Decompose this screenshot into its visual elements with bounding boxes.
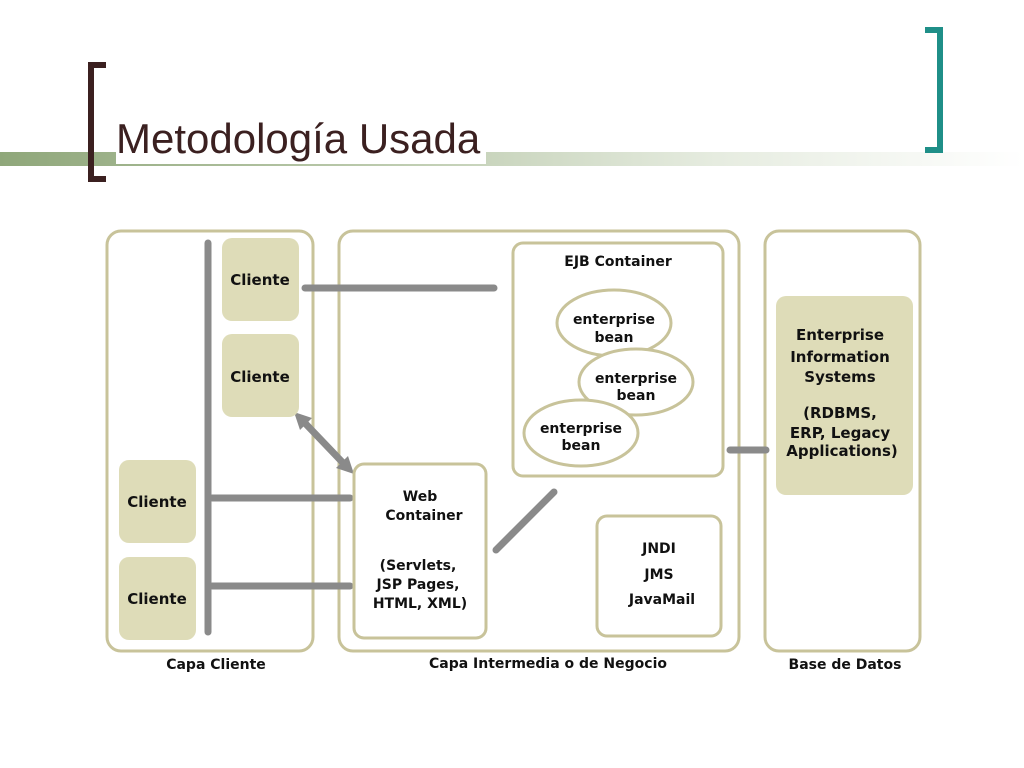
bean-label-line2: bean <box>595 330 634 346</box>
client-label: Cliente <box>127 590 187 608</box>
web-container-line2: Container <box>385 508 462 524</box>
client-box <box>119 557 196 640</box>
client-tier-label: Capa Cliente <box>166 657 266 673</box>
ejb-container-title: EJB Container <box>564 254 672 270</box>
bean-label-line1: enterprise <box>595 371 677 387</box>
web-container-line1: Web <box>403 489 437 505</box>
client-web-arrow-line <box>298 416 350 470</box>
service-javamail: JavaMail <box>628 592 695 608</box>
web-container-line3: (Servlets, <box>380 558 457 574</box>
eis-box <box>776 296 913 495</box>
arrowhead-up-icon <box>294 412 312 430</box>
client-label: Cliente <box>230 271 290 289</box>
bean-label-line2: bean <box>562 438 601 454</box>
eis-line6: Applications) <box>786 442 897 460</box>
eis-line2: Information <box>790 348 890 366</box>
bean-label-line1: enterprise <box>540 421 622 437</box>
middle-tier-label: Capa Intermedia o de Negocio <box>429 656 667 672</box>
enterprise-bean <box>522 398 640 468</box>
web-to-ejb-connector <box>492 488 558 554</box>
web-container-box <box>352 462 488 640</box>
services-box <box>595 514 723 638</box>
right-bracket-decoration <box>925 27 943 153</box>
service-jms: JMS <box>643 567 673 583</box>
service-jndi: JNDI <box>641 541 676 557</box>
client-label: Cliente <box>127 493 187 511</box>
bean-label-line1: enterprise <box>573 312 655 328</box>
web-container-line4: JSP Pages, <box>376 577 460 593</box>
enterprise-bean <box>577 347 695 417</box>
web-container-line5: HTML, XML) <box>373 596 467 612</box>
bean-label-line2: bean <box>617 388 656 404</box>
client-label: Cliente <box>230 368 290 386</box>
eis-line4: (RDBMS, <box>803 404 877 422</box>
client-box <box>222 334 299 417</box>
data-tier-label: Base de Datos <box>789 657 902 673</box>
client-box <box>222 238 299 321</box>
eis-line3: Systems <box>804 368 875 386</box>
left-bracket-decoration <box>88 62 106 182</box>
client-box <box>119 460 196 543</box>
arrowhead-down-icon <box>336 456 354 474</box>
eis-line5: ERP, Legacy <box>790 424 890 442</box>
slide-title: Metodología Usada <box>116 114 487 164</box>
eis-line1: Enterprise <box>796 326 884 344</box>
